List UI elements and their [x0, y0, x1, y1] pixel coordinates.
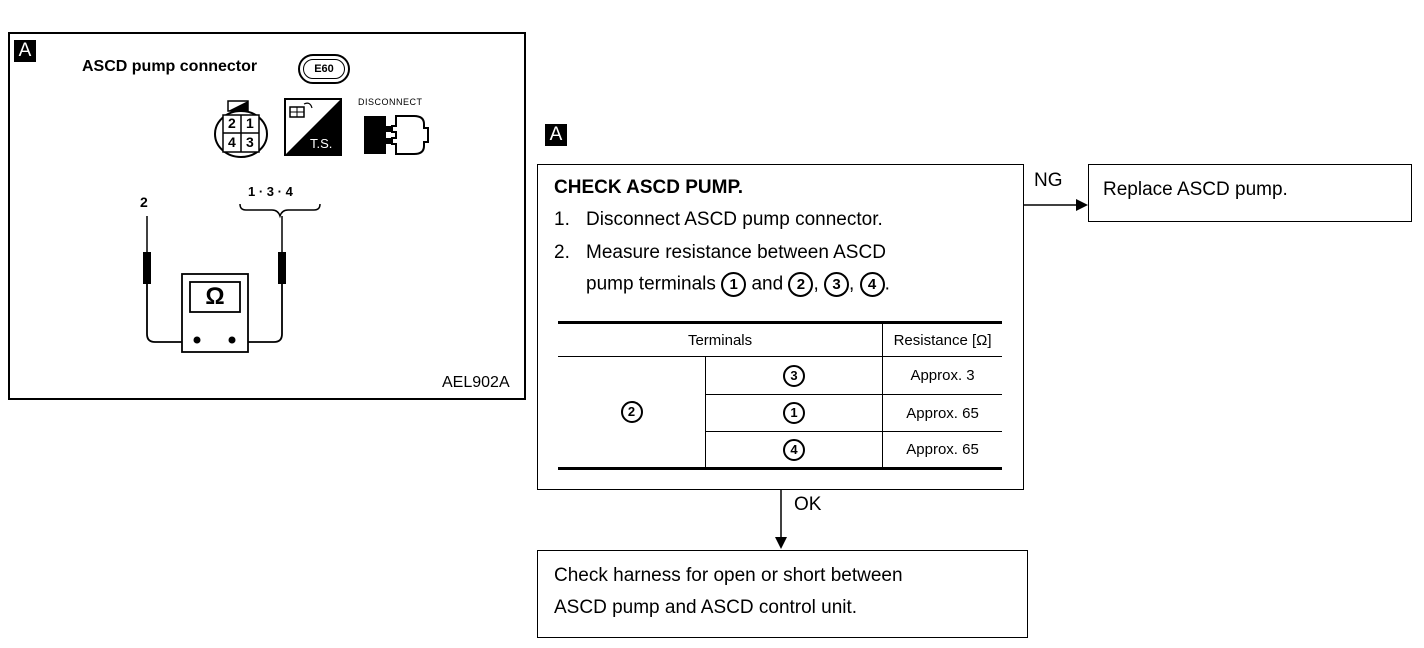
- connector-face-icon: [214, 100, 268, 158]
- ng-result: Replace ASCD pump.: [1103, 179, 1288, 200]
- step-1-num: 1.: [554, 209, 570, 230]
- connector-code-badge: E60: [298, 54, 350, 84]
- step-2-comma-2: ,: [849, 273, 855, 295]
- terminal-marker: 4: [783, 438, 806, 461]
- disconnect-icon: [364, 115, 429, 155]
- probe-left-label: 2: [140, 194, 148, 210]
- resistance-cell: Approx. 65: [882, 394, 1002, 432]
- step-1-text: Disconnect ASCD pump connector.: [586, 209, 883, 230]
- ng-label: NG: [1034, 170, 1063, 191]
- table-row: 4 Approx. 65: [558, 431, 1002, 469]
- ts-label: T.S.: [310, 136, 333, 151]
- terminal-cell: 1: [704, 394, 884, 432]
- step-2-comma-1: ,: [813, 273, 819, 295]
- check-ascd-pump-box: CHECK ASCD PUMP. 1. Disconnect ASCD pump…: [537, 164, 1024, 490]
- pin-label-2: 2: [228, 115, 236, 131]
- terminal-marker: 1: [783, 402, 806, 424]
- flow-tag: A: [545, 124, 567, 146]
- ok-label: OK: [794, 494, 822, 515]
- step-2-line2: pump terminals 1 and 2, 3, 4.: [586, 272, 890, 297]
- common-terminal-marker: 2: [620, 401, 643, 423]
- terminal-cell: 3: [704, 356, 884, 395]
- terminal-marker: 3: [783, 364, 806, 387]
- pin-label-3: 3: [246, 134, 254, 150]
- pin-label-1: 1: [246, 115, 254, 131]
- check-harness-box: Check harness for open or short between …: [537, 550, 1028, 638]
- check-title: CHECK ASCD PUMP.: [554, 177, 743, 198]
- resistance-cell: Approx. 65: [882, 431, 1002, 469]
- table-row: 1 Approx. 65: [558, 394, 1002, 432]
- step-2-end: .: [884, 273, 890, 295]
- ts-icon: T.S.: [284, 98, 342, 156]
- terminal-side-icon: [284, 98, 342, 156]
- ok-arrow: [775, 489, 787, 549]
- multimeter-diagram: [143, 203, 321, 353]
- connector-pin-face: 2 1 4 3: [214, 100, 274, 160]
- step-2-num: 2.: [554, 242, 570, 263]
- ok-result-line-2: ASCD pump and ASCD control unit.: [554, 597, 858, 618]
- figure-id: AEL902A: [442, 374, 510, 391]
- common-terminal-cell: 2: [558, 356, 706, 469]
- terminal-cell: 4: [704, 431, 884, 469]
- terminal-1-marker: 1: [721, 272, 747, 297]
- ng-arrow: [1024, 199, 1088, 211]
- figure-panel: A ASCD pump connector E60 2 1 4 3 T.S.: [8, 32, 526, 400]
- step-2-line1: Measure resistance between ASCD: [586, 242, 886, 263]
- connector-label: ASCD pump connector: [82, 58, 258, 75]
- ok-result-line-1: Check harness for open or short between: [554, 565, 903, 586]
- step-2-line2-pre: pump terminals: [586, 273, 716, 295]
- terminal-4-marker: 4: [859, 272, 885, 297]
- meter-symbol: Ω: [205, 283, 225, 310]
- figure-tag: A: [14, 40, 36, 62]
- header-resistance: Resistance [Ω]: [882, 322, 1002, 357]
- step-2-and: and: [751, 273, 784, 295]
- probe-right-label: 1 · 3 · 4: [248, 184, 293, 199]
- header-terminals: Terminals: [558, 322, 884, 357]
- terminal-3-marker: 3: [824, 272, 849, 297]
- terminal-2-marker: 2: [788, 272, 814, 297]
- pin-label-4: 4: [228, 134, 236, 150]
- disconnect-icon-wrap: [360, 110, 430, 165]
- table-row: 2 3 Approx. 3: [558, 356, 1002, 469]
- resistance-table: Terminals Resistance [Ω] 2 3 Approx. 3 1…: [558, 321, 1002, 470]
- replace-pump-box: Replace ASCD pump.: [1088, 164, 1412, 222]
- disconnect-label: DISCONNECT: [358, 97, 423, 107]
- resistance-cell: Approx. 3: [882, 356, 1002, 395]
- connector-code: E60: [303, 59, 345, 79]
